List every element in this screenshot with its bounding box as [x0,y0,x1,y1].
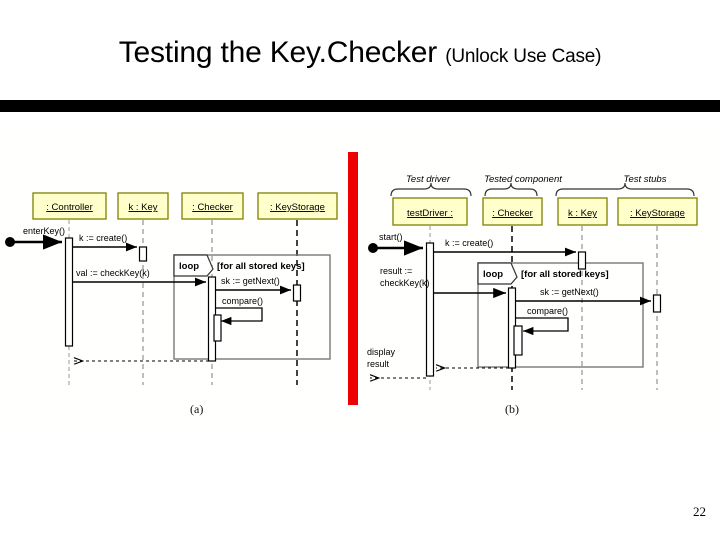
diagram-b-group-label-driver: Test driver [406,174,451,185]
caption-b: (b) [505,402,519,416]
diagram-a-label-create: k := create() [79,233,127,243]
diagram-a: loop [for all stored keys] enterKey() [5,192,338,385]
diagram-b-label-create: k := create() [445,238,493,248]
diagram-a-message-getnext: sk := getNext() [216,276,291,295]
diagram-a-lifeline-checker: : Checker [192,202,233,213]
page-title-main: Testing the Key.Checker [118,36,446,69]
page-title-subtitle: Unlock Use Case [451,46,596,67]
page-title-paren-open: ( [445,46,452,67]
diagram-b-label-start: start() [379,232,403,242]
diagram-b-message-start: start() [368,232,423,256]
diagram-a-message-enterkey: enterKey() [5,226,65,250]
diagram-a-loop-operator: loop [179,261,199,272]
diagram-b-message-compare: compare() [516,306,569,336]
diagram-b-label-display: display [367,347,396,357]
diagram-b-group-labels: Test driver Tested component Test stubs [406,174,667,185]
diagram-a-lifeline-controller: : Controller [46,202,92,213]
diagram-a-message-create: k := create() [73,233,137,252]
diagram-b-loop-operator: loop [483,269,503,280]
page-title: Testing the Key.Checker (Unlock Use Case… [0,36,720,70]
diagram-b-loop-guard: [for all stored keys] [521,269,609,280]
diagram-b-message-checkkey: result := checkKey(k) [380,266,506,299]
red-separator-bar [348,152,358,405]
diagram-a-lifeline-key: k : Key [128,202,157,213]
diagram-a-label-getnext: sk := getNext() [221,276,280,286]
diagram-a-label-enterkey: enterKey() [23,226,65,236]
diagram-a-activations [64,237,302,362]
diagram-a-lifeline-keystorage: : KeyStorage [270,202,325,213]
diagram-a-label-checkkey: val := checkKey(k) [76,268,150,278]
diagram-a-loop-fragment: loop [for all stored keys] [173,254,331,360]
diagram-b-message-display-result: display result [367,347,426,378]
diagram-b-group-label-tested: Tested component [484,174,562,185]
diagram-b-message-getnext: sk := getNext() [516,287,651,306]
title-divider [0,100,720,112]
diagram-b-activations [425,242,662,377]
diagram-b-lifeline-heads: testDriver : : Checker k : Key : KeyStor… [392,197,698,226]
diagram-b-loop-fragment: loop [for all stored keys] [477,262,644,368]
diagram-b-lifeline-testdriver: testDriver : [407,208,453,219]
diagram-a-lifeline-heads: : Controller k : Key : Checker : KeyStor… [32,192,338,220]
caption-a: (a) [190,402,204,416]
diagram-a-message-compare: compare() [216,296,263,326]
diagram-b-message-create: k := create() [434,238,576,257]
page-number: 22 [693,504,706,519]
diagram-b-label-checkkey: checkKey(k) [380,278,430,288]
diagram-a-label-compare: compare() [222,296,263,306]
diagram-b-label-result-out: result [367,359,390,369]
diagram-a-message-checkkey: val := checkKey(k) [73,268,206,287]
diagram-b-label-compare: compare() [527,306,568,316]
diagram-a-loop-guard: [for all stored keys] [217,261,305,272]
diagram-b-lifeline-keystorage: : KeyStorage [630,208,685,219]
diagram-b-lifeline-checker: : Checker [492,208,533,219]
diagram-canvas: loop [for all stored keys] enterKey() [0,130,720,430]
page-title-paren-close: ) [595,46,602,67]
diagram-b-lifeline-key: k : Key [568,208,597,219]
diagram-b-label-getnext: sk := getNext() [540,287,599,297]
diagram-b: Test driver Tested component Test stubs … [367,174,698,390]
diagram-b-label-result: result := [380,266,412,276]
diagram-b-group-label-stubs: Test stubs [624,174,667,185]
diagram-b-group-braces [390,182,695,197]
